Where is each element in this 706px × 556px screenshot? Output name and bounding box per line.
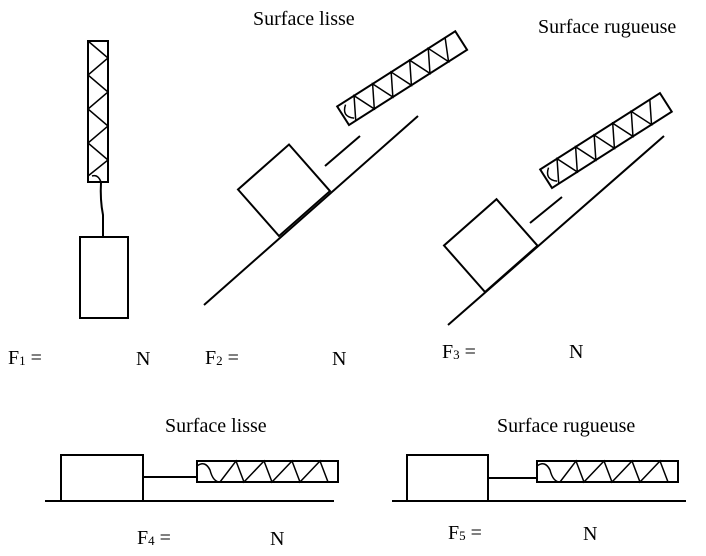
force-label-f3: F3 = bbox=[442, 342, 476, 362]
block-4 bbox=[60, 454, 144, 502]
force-unit-f4: N bbox=[270, 528, 285, 550]
spring-coil-1 bbox=[86, 40, 110, 177]
spring-scale-3 bbox=[538, 91, 674, 190]
force-symbol: F bbox=[137, 527, 149, 549]
spring-coil-4 bbox=[196, 459, 329, 484]
force-subscript: 2 bbox=[216, 353, 223, 368]
incline-surface-2 bbox=[203, 115, 419, 306]
block-1 bbox=[79, 236, 129, 319]
force-label-f2: F2 = bbox=[205, 348, 239, 368]
block-2 bbox=[236, 143, 332, 238]
spring-scale-2 bbox=[335, 29, 469, 127]
figure-4-horizontal-smooth bbox=[45, 454, 339, 502]
string-1 bbox=[99, 181, 104, 243]
force-symbol: F bbox=[205, 347, 217, 369]
string-2 bbox=[324, 135, 361, 167]
force-subscript: 4 bbox=[148, 533, 155, 548]
force-equals: = bbox=[465, 522, 482, 544]
force-unit-f5: N bbox=[583, 523, 598, 545]
string-3 bbox=[529, 196, 563, 224]
force-unit-f2: N bbox=[332, 348, 347, 370]
figure-5-horizontal-rough bbox=[392, 454, 686, 502]
spring-coil-5 bbox=[536, 459, 669, 484]
force-unit-f1: N bbox=[136, 348, 151, 370]
label-rough-surface-bottom: Surface rugueuse bbox=[497, 415, 636, 437]
force-label-f5: F5 = bbox=[448, 523, 482, 543]
scale-hook-3 bbox=[546, 167, 558, 182]
force-equals: = bbox=[459, 341, 476, 363]
force-subscript: 3 bbox=[453, 347, 460, 362]
scale-hook-2 bbox=[343, 104, 355, 119]
force-unit-f3: N bbox=[569, 341, 584, 363]
figure-3-incline-rough bbox=[442, 91, 674, 326]
label-smooth-surface-top: Surface lisse bbox=[253, 8, 355, 30]
force-symbol: F bbox=[8, 347, 20, 369]
figure-1-hanging bbox=[79, 40, 129, 319]
incline-surface-3 bbox=[447, 135, 665, 326]
spring-coil-3 bbox=[556, 99, 653, 184]
force-subscript: 1 bbox=[19, 353, 26, 368]
force-subscript: 5 bbox=[459, 528, 466, 543]
spring-coil-2 bbox=[353, 37, 450, 121]
force-equals: = bbox=[154, 527, 171, 549]
force-equals: = bbox=[222, 347, 239, 369]
force-symbol: F bbox=[442, 341, 454, 363]
force-label-f1: F1 = bbox=[8, 348, 42, 368]
label-rough-surface-top: Surface rugueuse bbox=[538, 16, 677, 38]
block-3 bbox=[442, 197, 539, 294]
force-symbol: F bbox=[448, 522, 460, 544]
scale-hook-1 bbox=[91, 174, 102, 183]
force-label-f4: F4 = bbox=[137, 528, 171, 548]
block-5 bbox=[406, 454, 489, 502]
force-equals: = bbox=[25, 347, 42, 369]
figure-2-incline-smooth bbox=[203, 29, 469, 306]
label-smooth-surface-bottom: Surface lisse bbox=[165, 415, 267, 437]
